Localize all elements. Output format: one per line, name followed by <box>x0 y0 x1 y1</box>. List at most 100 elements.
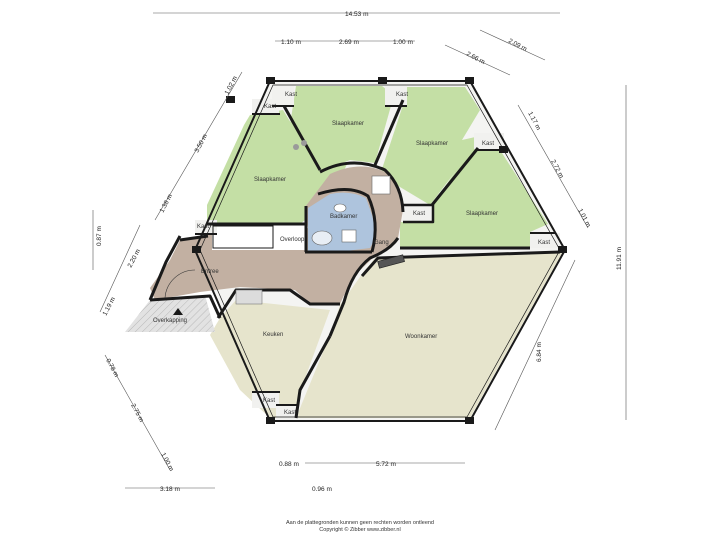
dim-line-left-upper <box>154 71 243 221</box>
label-woonkamer: Woonkamer <box>405 334 437 340</box>
column-top-mid <box>378 77 387 84</box>
column-left-top <box>226 96 235 103</box>
label-keuken: Keuken <box>263 332 283 338</box>
label-slaapkamer-3: Slaapkamer <box>416 141 448 147</box>
room-slaapkamer-1-area <box>207 110 348 224</box>
dim-diag-tr-outer: 2.09 m <box>507 38 528 54</box>
wall-bath-curve <box>317 188 377 253</box>
dim-left-b: 3.50 m <box>194 133 210 154</box>
dim-bottom-left: 3.18 m <box>160 486 180 493</box>
label-entree: Entree <box>201 269 219 275</box>
kast-fill-5 <box>403 205 433 221</box>
wall-unit <box>377 254 405 269</box>
wall-kast-bed4 <box>403 203 435 224</box>
dim-line-bottom-left-diag <box>104 354 171 471</box>
dim-top-b: 2.69 m <box>339 39 359 46</box>
dim-left-e: 1.19 m <box>102 296 118 317</box>
dim-total-width: 14.53 m <box>345 11 369 18</box>
label-kast-8: Kast <box>263 398 275 404</box>
door-arc <box>164 269 196 299</box>
kast-fill-9 <box>276 405 298 419</box>
label-kast-6: Kast <box>197 224 209 230</box>
wall-keuken-top <box>216 288 340 319</box>
dim-bl-a: 0.78 m <box>104 358 120 379</box>
room-woonkamer-area <box>296 253 562 418</box>
label-slaapkamer-1: Slaapkamer <box>254 177 286 183</box>
overkapping-hatch <box>125 295 215 332</box>
wall-hall-curve-top <box>319 161 405 213</box>
dim-top-c: 1.00 m <box>393 39 413 46</box>
dim-right-c: 1.01 m <box>576 208 592 229</box>
entry-arrow <box>173 308 183 315</box>
column-top-left <box>266 77 275 84</box>
label-badkamer: Badkamer <box>330 214 357 220</box>
dim-right-lower: 6.84 m <box>536 342 543 362</box>
label-kast-7: Kast <box>538 240 550 246</box>
toilet <box>333 203 347 213</box>
kast-fill-3 <box>252 99 279 113</box>
dim-left-a: 1.02 m <box>224 75 240 96</box>
walls <box>148 77 567 424</box>
dim-right-b: 2.72 m <box>549 159 565 180</box>
dim-diag-tr-inner: 2.66 m <box>465 51 486 67</box>
footer-copyright: Copyright © Zibber www.zibber.nl <box>319 527 401 533</box>
dim-right-a: 1.17 m <box>526 111 542 132</box>
wall-bed1-bed2 <box>282 105 322 171</box>
label-kast-4: Kast <box>482 141 494 147</box>
wall-bed2-bed3 <box>373 99 405 166</box>
wall-entree-top <box>179 234 209 242</box>
label-gang: Gang <box>374 240 389 246</box>
dim-line-right-lower <box>494 259 576 431</box>
dim-bottom-c: 0.96 m <box>312 486 332 493</box>
label-slaapkamer-4: Slaapkamer <box>466 211 498 217</box>
column-left <box>192 246 201 253</box>
room-slaapkamer-2-area <box>290 86 394 172</box>
label-kast-5: Kast <box>413 211 425 217</box>
wall-hall-curve-bottom <box>328 237 400 337</box>
dim-left-d: 2.20 m <box>127 248 143 269</box>
stair-block <box>212 225 274 249</box>
dim-bottom-a: 0.88 m <box>279 461 299 468</box>
dimension-lines <box>92 12 627 489</box>
kitchen-counter <box>235 289 263 305</box>
label-kast-2: Kast <box>396 92 408 98</box>
column-bottom-right <box>465 417 474 424</box>
wall-keuken-woonkamer <box>294 335 332 419</box>
label-overloop: Overloop <box>280 237 305 243</box>
bathtub <box>311 230 333 246</box>
dim-bl-c: 1.00 m <box>159 452 175 473</box>
wall-woonkamer-top <box>360 250 561 277</box>
dim-line-right-upper <box>517 104 589 229</box>
room-labels: Slaapkamer Slaapkamer Slaapkamer Slaapka… <box>153 92 550 416</box>
dim-top-a: 1.10 m <box>281 39 301 46</box>
column-top-right <box>465 77 474 84</box>
wall-entree-left <box>148 235 182 301</box>
label-kast-3: Kast <box>264 104 276 110</box>
footer-disclaimer: Aan de plattegronden kunnen geen rechten… <box>285 520 434 526</box>
column-right <box>558 246 567 253</box>
dim-bottom-b: 5.72 m <box>376 461 396 468</box>
shower <box>371 175 391 195</box>
chair-2 <box>301 140 307 146</box>
wall-bed3-bed4 <box>430 147 480 206</box>
fixtures <box>235 140 405 305</box>
column-bottom-left <box>266 417 275 424</box>
room-overloop-area <box>212 225 305 250</box>
dim-line-tr-outer <box>479 29 546 61</box>
dim-bl-b: 2.75 m <box>129 403 145 424</box>
dim-left-outer: 0.87 m <box>96 226 103 246</box>
dim-line-tr-inner <box>444 44 511 76</box>
label-slaapkamer-2: Slaapkamer <box>332 121 364 127</box>
label-overkapping: Overkapping <box>153 318 187 324</box>
dim-left-c: 1.38 m <box>159 193 175 214</box>
room-slaapkamer-3-area <box>380 87 480 205</box>
room-slaapkamer-4-area <box>400 133 548 248</box>
label-kast-1: Kast <box>285 92 297 98</box>
dim-total-height: 11.91 m <box>616 247 623 270</box>
label-kast-9: Kast <box>284 410 296 416</box>
chair-1 <box>293 144 299 150</box>
dim-line-left-lower <box>99 224 141 313</box>
sink <box>341 229 357 243</box>
wall-entree-bottom <box>149 294 222 319</box>
